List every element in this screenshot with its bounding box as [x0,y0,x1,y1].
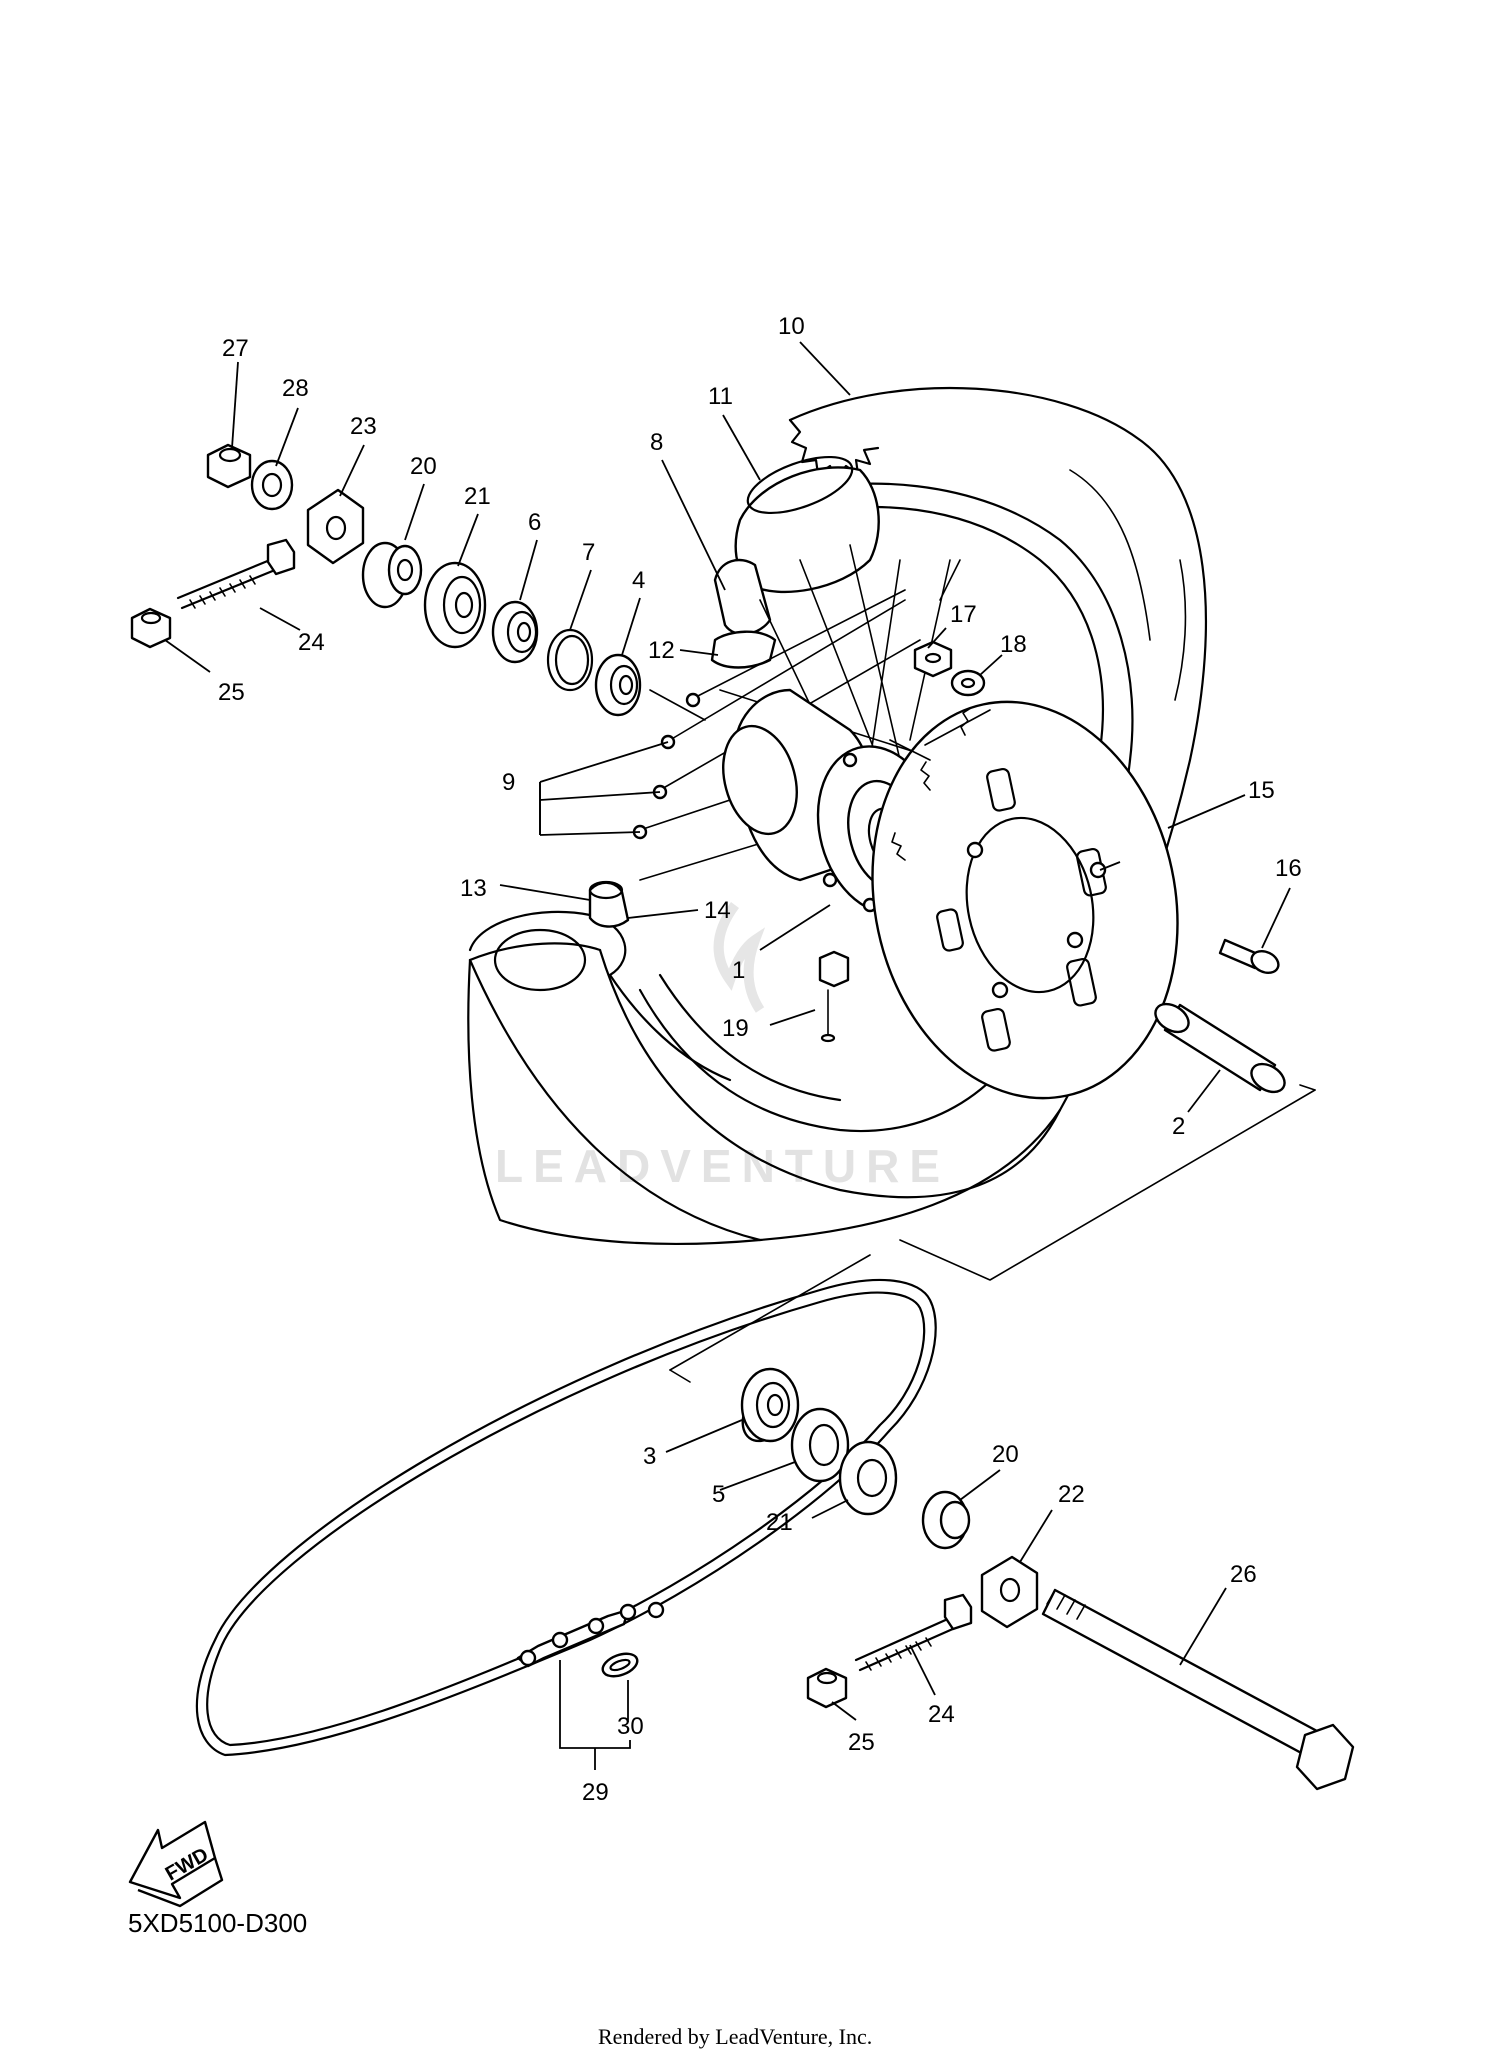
callout-16: 16 [1275,855,1302,882]
callout-25b: 25 [848,1729,875,1756]
callout-18: 18 [1000,631,1027,658]
callout-6: 6 [528,509,541,536]
callouts: 27 28 23 20 21 6 7 4 8 11 10 12 17 18 24… [218,313,1302,1806]
callout-30: 30 [617,1713,644,1740]
callout-21: 21 [464,483,491,510]
callout-27: 27 [222,335,249,362]
callout-19: 19 [722,1015,749,1042]
callout-23: 23 [350,413,377,440]
spacer [1154,1002,1286,1094]
assembly-guide-lines [649,689,1316,1383]
callout-3: 3 [643,1443,656,1470]
callout-4: 4 [632,567,645,594]
callout-2: 2 [1172,1113,1185,1140]
spacer-flange [790,1407,850,1483]
rim-lock [710,630,777,669]
chain-joint [516,1601,665,1678]
callout-12: 12 [648,637,675,664]
callout-8: 8 [650,429,663,456]
callout-21b: 21 [766,1509,793,1536]
callout-14: 14 [704,897,731,924]
callout-15: 15 [1248,777,1275,804]
callout-20b: 20 [992,1441,1019,1468]
callout-24: 24 [298,629,325,656]
valve-nut [818,950,850,1043]
callout-9: 9 [502,769,515,796]
tire-section [468,910,732,1082]
oil-seal-right [838,1440,898,1516]
callout-22: 22 [1058,1481,1085,1508]
rendered-by-credit: Rendered by LeadVenture, Inc. [598,2024,873,2049]
diagram-code: 5XD5100-D300 [128,1908,308,1938]
callout-24b: 24 [928,1701,955,1728]
callout-28: 28 [282,375,309,402]
valve-stem [588,880,630,928]
callout-1: 1 [732,957,745,984]
sprocket-washer [950,669,986,697]
sprocket-bolt [1218,938,1280,975]
chain-puller-left [306,488,365,565]
circlip [546,628,594,692]
callout-26: 26 [1230,1561,1257,1588]
callout-29: 29 [582,1779,609,1806]
axle-nut [206,443,252,489]
adjusting-nut-left [130,607,172,649]
fwd-arrow-icon: FWD [128,1820,224,1908]
leader-lines [164,341,1291,1770]
adjusting-nut-right [806,1667,848,1709]
callout-7: 7 [582,539,595,566]
adjusting-bolt-left [176,538,296,610]
collar-left [361,541,423,609]
callout-5: 5 [712,1481,725,1508]
bearing-4 [594,653,642,717]
callout-10: 10 [778,313,805,340]
chain-puller-right [980,1555,1039,1629]
adjusting-bolt-right [854,1593,973,1672]
washer-left [250,459,294,511]
collar-right [921,1490,971,1550]
callout-25: 25 [218,679,245,706]
bearing-3 [740,1367,800,1443]
sprocket-nut [913,640,953,678]
watermark-flame-logo [713,902,766,1013]
callout-13: 13 [460,875,487,902]
bearing-6 [491,600,539,664]
callout-17: 17 [950,601,977,628]
oil-seal-left [423,561,487,649]
wheel-axle [1041,1588,1355,1791]
callout-20: 20 [410,453,437,480]
watermark-text: LEADVENTURE [495,1140,950,1192]
callout-11: 11 [708,383,733,410]
